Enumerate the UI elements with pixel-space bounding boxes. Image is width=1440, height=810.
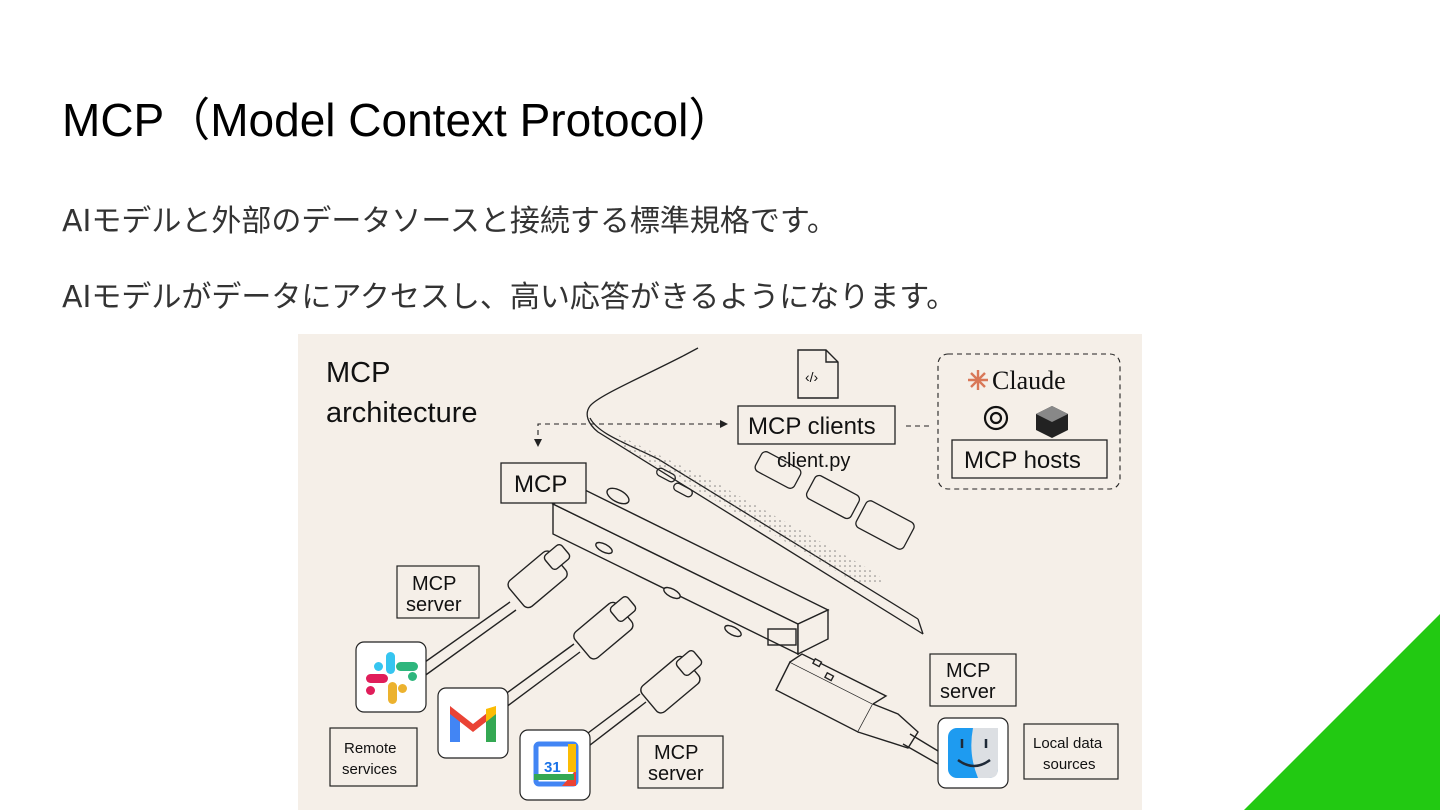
figure-heading-line2: architecture (326, 397, 478, 429)
mcp-hosts-box (951, 439, 1108, 479)
mcp-server-box-calendar (637, 735, 724, 789)
dashed-connectors (537, 423, 930, 444)
mcp-hub-box (500, 462, 587, 504)
svg-text:server: server (648, 763, 704, 785)
svg-text:‹/›: ‹/› (805, 369, 819, 385)
remote-services-box (329, 727, 418, 787)
local-data-line1: Local data (1033, 735, 1103, 752)
calendar-icon: 31 (519, 729, 591, 801)
gmail-icon (437, 687, 509, 759)
usb-cables-remote (407, 543, 703, 763)
claude-icon (968, 370, 988, 390)
svg-text:server: server (406, 594, 462, 616)
client-file-label: client.py (777, 450, 850, 472)
code-file-icon: ‹/› (797, 349, 839, 399)
mcp-hosts-label: MCP hosts (964, 447, 1081, 474)
green-corner-triangle (1244, 614, 1440, 810)
body-line-1: AIモデルと外部のデータソースと接続する標準規格です。 (62, 204, 837, 239)
local-data-box (1023, 723, 1119, 780)
usb-a-plug (775, 653, 944, 765)
slide-title: MCP（Model Context Protocol） (62, 94, 735, 146)
claude-label: Claude (992, 366, 1066, 395)
openai-icon (983, 405, 1009, 431)
remote-services-line1: Remote (344, 740, 397, 757)
svg-text:MCP: MCP (412, 573, 456, 595)
slack-icon (355, 641, 427, 713)
svg-text:MCP: MCP (946, 660, 990, 682)
local-data-line2: sources (1043, 756, 1096, 773)
svg-text:server: server (940, 681, 996, 703)
remote-services-line2: services (342, 761, 397, 778)
svg-text:31: 31 (544, 759, 561, 776)
mcp-hub-label: MCP (514, 471, 567, 498)
mcp-hosts-group (937, 353, 1121, 490)
mcp-architecture-figure: MCP architecture ‹/› MCP clients client.… (298, 334, 1142, 810)
mcp-server-box-local (929, 653, 1017, 707)
finder-icon (937, 717, 1009, 789)
svg-text:MCP: MCP (654, 742, 698, 764)
mcp-clients-label: MCP clients (748, 413, 876, 440)
cursor-icon (1036, 406, 1068, 438)
figure-heading-line1: MCP (326, 357, 390, 389)
mcp-server-box-remote (396, 565, 480, 619)
mcp-clients-box (737, 405, 896, 445)
body-line-2: AIモデルがデータにアクセスし、高い応答がきるようになります。 (62, 280, 957, 315)
